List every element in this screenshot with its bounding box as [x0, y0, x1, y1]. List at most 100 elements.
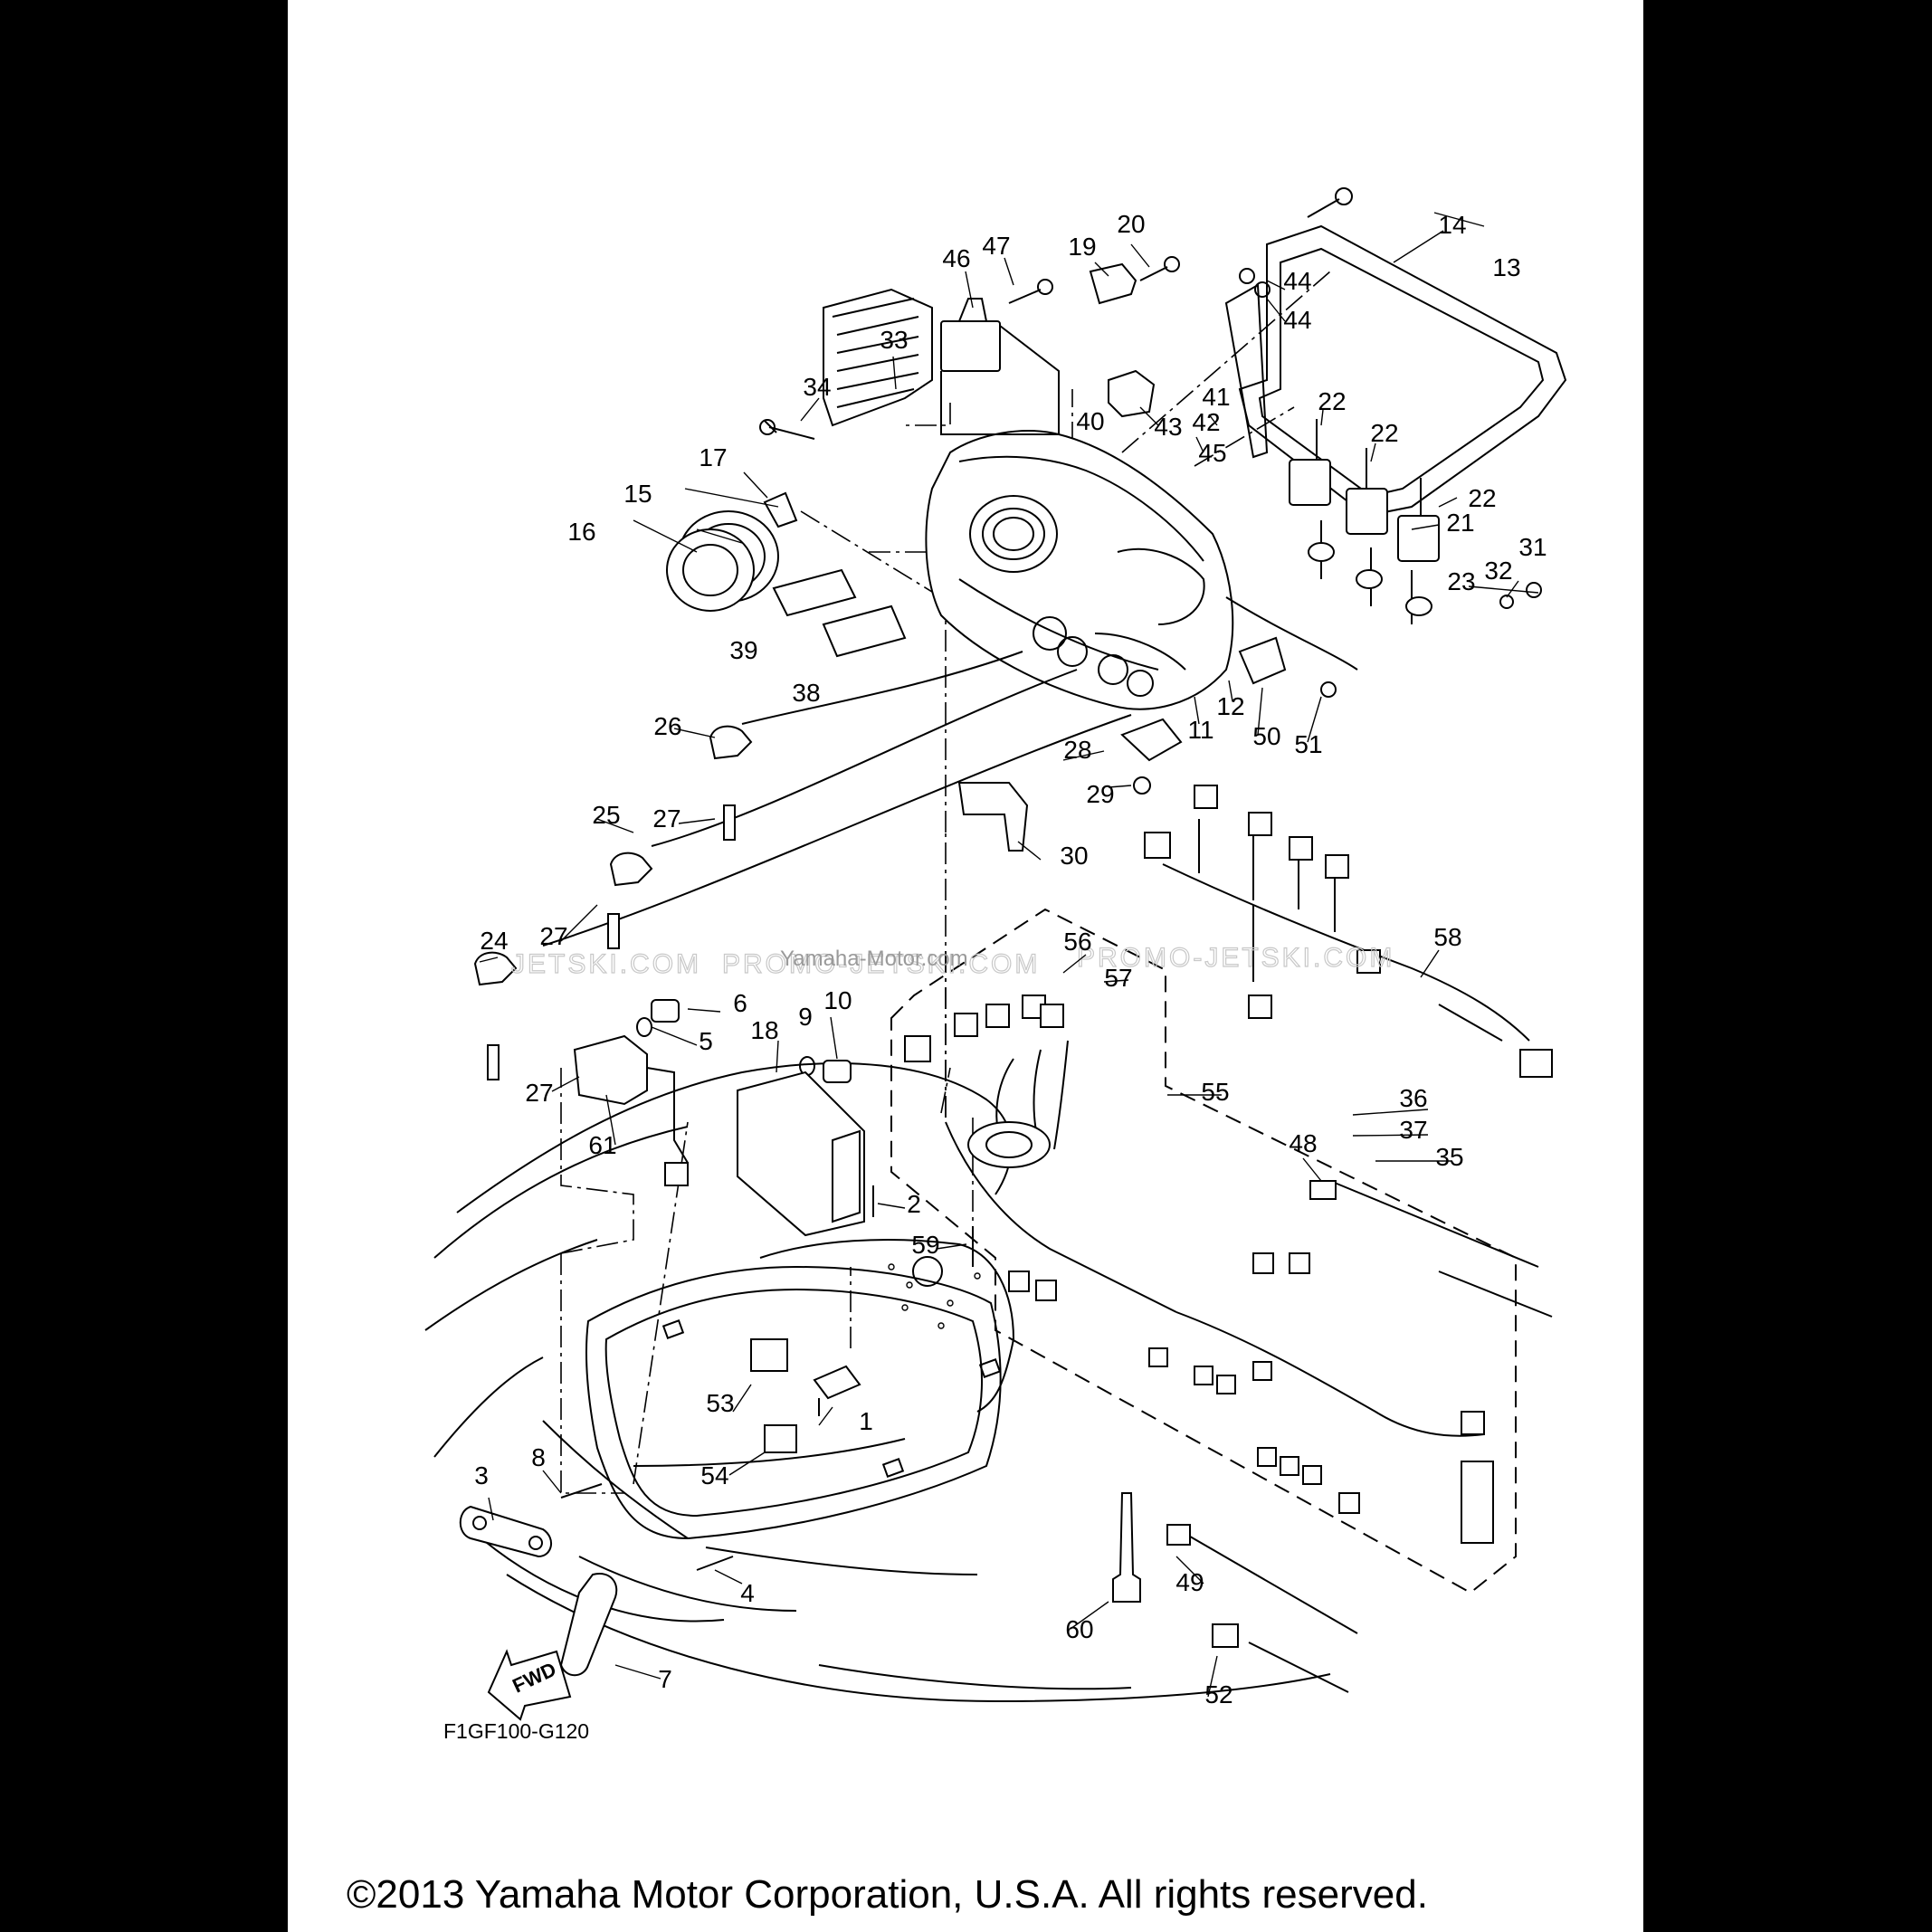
callout: 6 — [733, 989, 747, 1017]
callout: 30 — [1060, 842, 1088, 870]
spark-plug-wires — [473, 651, 1132, 1080]
callout: 47 — [982, 232, 1010, 260]
bolt-34 — [764, 420, 815, 440]
electrical-box — [925, 224, 1567, 710]
callout: 21 — [1446, 509, 1474, 537]
watermark-right: PROMO-JETSKI.COM — [1077, 943, 1394, 973]
sensor-unit-61 — [573, 1034, 689, 1186]
callout: 7 — [658, 1665, 672, 1693]
callout: 38 — [792, 679, 820, 707]
fuse-45 — [1224, 283, 1269, 459]
hull-outline — [424, 1062, 1331, 1703]
callout: 36 — [1399, 1084, 1427, 1112]
callout: 56 — [1063, 928, 1091, 956]
callout: 29 — [1086, 780, 1114, 808]
bracket-19 — [1089, 262, 1137, 305]
callout: 44 — [1283, 267, 1311, 295]
copyright-notice: ©2013 Yamaha Motor Corporation, U.S.A. A… — [347, 1872, 1428, 1917]
callout: 45 — [1198, 439, 1226, 467]
pin-4 — [696, 1556, 734, 1571]
callout: 16 — [567, 518, 595, 546]
cable-35 — [1329, 1180, 1539, 1268]
forward-arrow — [487, 1649, 572, 1721]
callout: 1 — [859, 1407, 873, 1435]
label-38 — [822, 604, 907, 658]
callout: 18 — [750, 1016, 778, 1044]
callout: 55 — [1201, 1078, 1229, 1106]
callout: 27 — [539, 922, 567, 950]
relay — [940, 298, 1060, 435]
callout: 3 — [474, 1461, 489, 1489]
callout: 52 — [1204, 1680, 1232, 1708]
callout: 61 — [588, 1131, 616, 1159]
callout: 40 — [1076, 407, 1104, 435]
callout: 9 — [798, 1003, 813, 1031]
cable-52 — [1248, 1642, 1349, 1693]
callout: 42 — [1192, 408, 1220, 436]
callout: 49 — [1175, 1568, 1204, 1596]
callout: 32 — [1484, 557, 1512, 585]
clamp-30 — [957, 782, 1029, 852]
callout: 19 — [1068, 233, 1096, 261]
callout: 25 — [592, 801, 620, 829]
callout: 58 — [1433, 923, 1461, 951]
label-39 — [772, 568, 857, 617]
callout: 31 — [1518, 533, 1547, 561]
drawing-code: F1GF100-G120 — [443, 1719, 589, 1743]
bracket-1 — [813, 1365, 861, 1416]
callout: 50 — [1252, 722, 1280, 750]
callout-labels: 1 2 3 4 5 6 7 8 9 10 11 12 13 14 15 16 1… — [474, 210, 1547, 1708]
part-54 — [764, 1424, 797, 1453]
callout: 43 — [1154, 413, 1182, 441]
callout: 22 — [1468, 484, 1496, 512]
cable-49 — [1185, 1533, 1358, 1634]
components — [459, 187, 1542, 1721]
callout: 8 — [531, 1443, 546, 1471]
wire-harness — [890, 785, 1553, 1693]
callout: 20 — [1117, 210, 1145, 238]
callout: 22 — [1318, 387, 1346, 415]
callout: 54 — [700, 1461, 728, 1489]
rectifier-regulator — [823, 288, 933, 427]
callout: 12 — [1216, 692, 1244, 720]
callout: 11 — [1187, 716, 1213, 744]
part-50 — [1238, 636, 1287, 685]
bar-7 — [559, 1573, 618, 1677]
callout: 10 — [823, 986, 852, 1014]
callout: 2 — [907, 1190, 921, 1218]
clip-17 — [763, 491, 798, 528]
callout: 27 — [525, 1079, 553, 1107]
callout: 57 — [1104, 964, 1132, 992]
callout: 33 — [880, 326, 908, 354]
callout: 5 — [699, 1027, 713, 1055]
callout: 23 — [1447, 567, 1475, 595]
watermark-left: JETSKI.COM — [511, 949, 701, 979]
bar-3 — [459, 1505, 552, 1558]
callout: 53 — [706, 1389, 734, 1417]
connector-48 — [1309, 1180, 1337, 1200]
callout: 34 — [803, 373, 831, 401]
callout: 51 — [1294, 730, 1322, 758]
callout: 13 — [1492, 253, 1520, 281]
callout: 60 — [1065, 1615, 1093, 1643]
callout: 44 — [1283, 306, 1311, 334]
callout: 26 — [653, 712, 681, 740]
callout: 48 — [1289, 1129, 1317, 1157]
watermark-center: PROMO-JETSKI.COM — [722, 949, 1040, 979]
ecu-18 — [737, 1071, 865, 1237]
plate-28 — [1120, 718, 1183, 762]
callout: 4 — [740, 1579, 755, 1607]
callout: 17 — [699, 443, 727, 471]
callout: 22 — [1370, 419, 1398, 447]
callout: 37 — [1399, 1116, 1427, 1144]
screw-20 — [1139, 266, 1168, 281]
callout: 24 — [480, 927, 508, 955]
callout: 39 — [729, 636, 757, 664]
watermark-overlay: Yamaha-Motor.com — [780, 947, 968, 971]
pin-8 — [560, 1483, 603, 1499]
cap-assembly — [666, 510, 779, 612]
sensor-40 — [1108, 369, 1156, 418]
callout: 46 — [942, 244, 970, 272]
callout: 59 — [911, 1231, 939, 1259]
